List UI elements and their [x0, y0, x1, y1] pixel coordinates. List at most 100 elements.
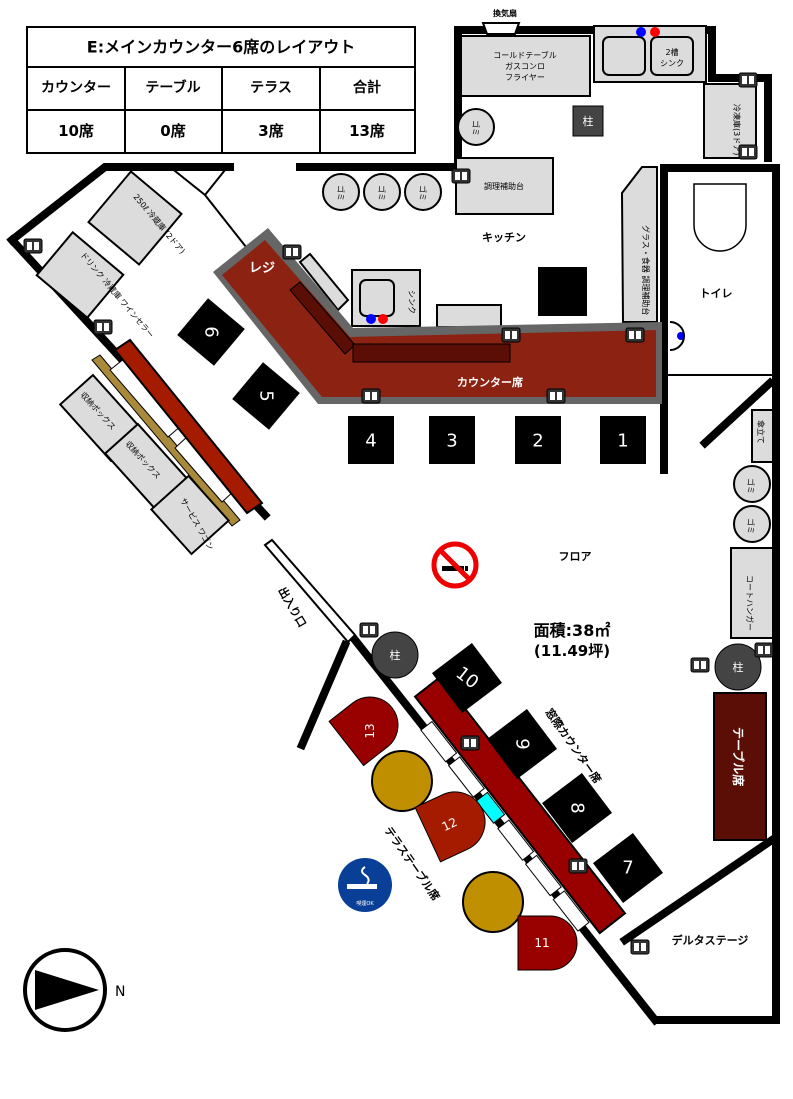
- trash-bin: [733, 465, 771, 503]
- fridge-250: [87, 170, 183, 266]
- prep-table: [455, 157, 554, 215]
- outlet-icon: [460, 735, 480, 751]
- area-label: 面積:38㎡: [534, 621, 611, 640]
- service-wagon: [149, 474, 231, 556]
- outlet-icon: [738, 72, 758, 88]
- seat-number: 9: [512, 738, 533, 749]
- col-terrace: テラス: [250, 80, 292, 96]
- cold-water-icon: [366, 314, 376, 324]
- outlet-icon: [282, 244, 302, 260]
- entrance[interactable]: 出入り口: [263, 538, 357, 644]
- seat-number: 6: [201, 326, 222, 337]
- col-total: 合計: [353, 79, 381, 96]
- cold-table: [460, 35, 591, 97]
- pillar-label: 柱: [390, 648, 401, 662]
- seat-number: 7: [622, 858, 633, 879]
- terrace-table: [371, 750, 433, 812]
- outlet-icon: [568, 858, 588, 874]
- sink2-label2: シンク: [660, 59, 684, 68]
- trash-bin: [322, 173, 360, 211]
- seat-1[interactable]: 1: [600, 416, 646, 464]
- seat-number: 4: [365, 431, 376, 452]
- val-terrace: 3席: [258, 122, 283, 140]
- seat-7[interactable]: 7: [592, 832, 664, 904]
- trash-label: ゴミ: [418, 185, 428, 201]
- left-equipment: 250ℓ 冷蔵庫 (2ドア) ドリンク 冷蔵庫 ワインセラー 収納ボックス 収納…: [35, 170, 264, 556]
- toilet-icon: [693, 183, 747, 252]
- counter-surface: [222, 240, 656, 397]
- table-seat-label: テーブル席: [731, 727, 746, 786]
- seat-6[interactable]: 6: [177, 298, 245, 366]
- right-side: 傘立て ゴミ ゴミ コートハンガー 柱 テーブル席: [713, 409, 774, 841]
- umbrella-stand: [751, 409, 774, 463]
- trash-bin: [457, 108, 495, 146]
- smoking-ok-label: 喫煙OK: [356, 900, 374, 907]
- trash-bin: [733, 505, 771, 543]
- smoking-ok-icon: 喫煙OK: [338, 858, 392, 912]
- table-seat[interactable]: [713, 692, 767, 841]
- cold-table-label: コールドテーブル: [493, 50, 557, 60]
- seat-number: 12: [440, 815, 460, 834]
- outlet-icon: [738, 144, 758, 160]
- seat-13[interactable]: 13: [328, 686, 409, 767]
- seat-4[interactable]: 4: [348, 416, 394, 464]
- seat-number: 13: [363, 723, 377, 738]
- freezer-label: 冷凍庫(3ドア): [732, 104, 742, 155]
- fryer-label: フライヤー: [505, 73, 545, 82]
- seat-9[interactable]: 9: [486, 708, 558, 780]
- fan-label: 換気扇: [493, 8, 517, 18]
- sink-label: シンク: [407, 290, 416, 314]
- coat-label: コートハンガー: [745, 575, 755, 631]
- prep-table-label: 調理補助台: [484, 181, 524, 191]
- compass-north-label: N: [115, 984, 125, 1000]
- kitchen-block: [538, 267, 587, 316]
- main-counter: レジ カウンター席: [213, 228, 662, 404]
- cyan-marker: [475, 791, 506, 824]
- trash-bin: [404, 173, 442, 211]
- trash-bin: [363, 173, 401, 211]
- trash-label: ゴミ: [746, 518, 756, 534]
- cold-water-icon: [636, 27, 646, 37]
- delta-stage-label: デルタステージ: [672, 933, 749, 947]
- shelf: [436, 304, 502, 328]
- outlet-icon: [451, 168, 471, 184]
- seat-8[interactable]: 8: [541, 772, 613, 844]
- pillar: [572, 105, 604, 137]
- pillar: [714, 643, 762, 691]
- seat-2[interactable]: 2: [515, 416, 561, 464]
- trash-label: ゴミ: [336, 185, 346, 201]
- seat-number: 11: [534, 936, 549, 950]
- terrace-table: [462, 871, 524, 933]
- outlet-icon: [690, 657, 710, 673]
- area-tsubo-label: (11.49坪): [534, 642, 610, 660]
- seat-10[interactable]: 10: [431, 642, 503, 714]
- seat-5[interactable]: 5: [232, 362, 300, 430]
- glass-table: [620, 166, 658, 323]
- compass-icon: N: [23, 948, 125, 1032]
- seat-number: 8: [567, 802, 588, 813]
- outlet-icon: [361, 388, 381, 404]
- bar-counter-left: [113, 338, 264, 515]
- pillar-label: 柱: [583, 114, 594, 128]
- register-label: レジ: [249, 261, 275, 276]
- hot-water-icon: [378, 314, 388, 324]
- toilet: トイレ: [669, 183, 747, 351]
- kitchen: 換気扇 コールドテーブル ガスコンロ フライヤー 2槽 シンク 冷凍庫(3ドア)…: [298, 8, 757, 328]
- seat-number: 1: [617, 431, 628, 452]
- seat-number: 3: [446, 431, 457, 452]
- outlet-icon: [630, 939, 650, 955]
- outlet-icon: [625, 327, 645, 343]
- window-seats: 7 8 9 10: [431, 642, 664, 904]
- seat-number: 2: [532, 431, 543, 452]
- outlet-icon: [546, 388, 566, 404]
- seat-12[interactable]: 12: [414, 782, 495, 863]
- toilet-label: トイレ: [700, 287, 733, 300]
- seat-number: 5: [256, 390, 277, 401]
- outlet-icon: [23, 238, 43, 254]
- coat-hanger: [730, 547, 774, 639]
- seat-3[interactable]: 3: [429, 416, 475, 464]
- seat-11[interactable]: 11: [517, 915, 578, 971]
- hot-water-icon: [650, 27, 660, 37]
- layout-title: E:メインカウンター6席のレイアウト: [87, 38, 355, 57]
